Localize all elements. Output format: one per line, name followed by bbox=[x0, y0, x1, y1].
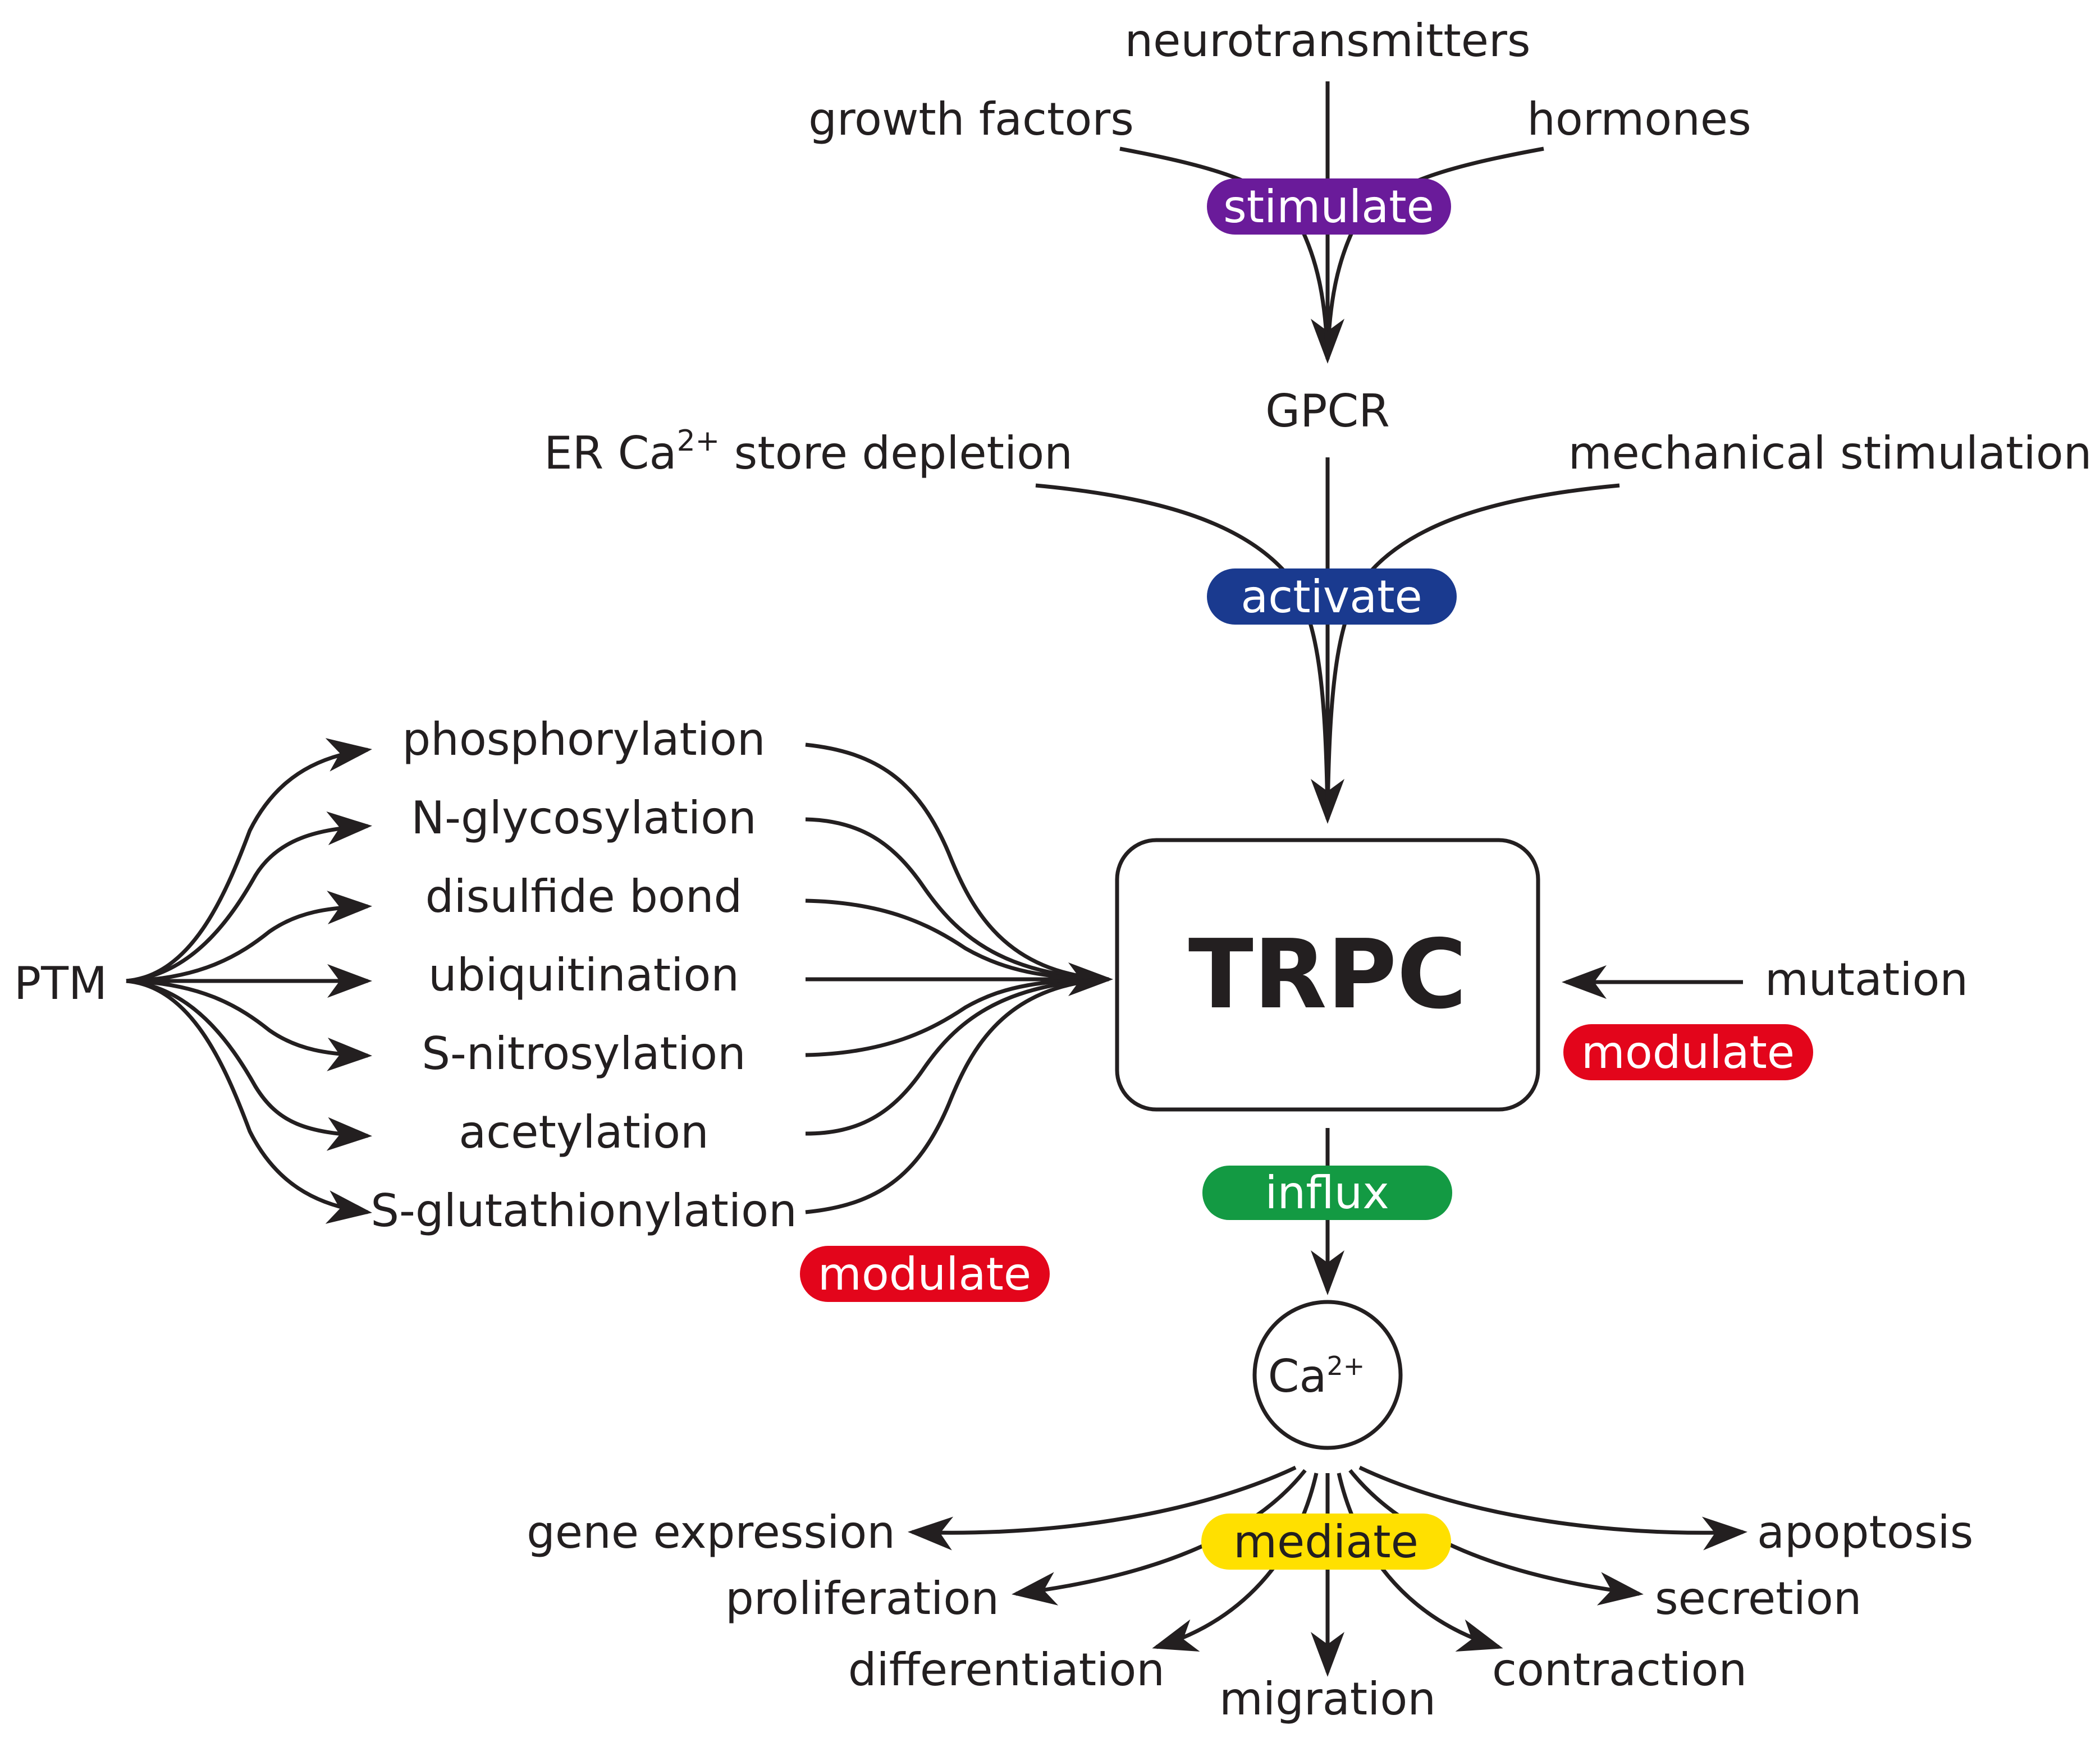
trpc-box: TRPC bbox=[1115, 838, 1540, 1112]
ptm-label: PTM bbox=[14, 957, 107, 1010]
ptm-modulate-badge: modulate bbox=[800, 1246, 1050, 1302]
ptm-item-phosphorylation: phosphorylation bbox=[402, 713, 765, 765]
ptm-item-ubiquitination: ubiquitination bbox=[428, 949, 739, 1001]
influx-label: influx bbox=[1265, 1167, 1389, 1219]
stimulate-label: stimulate bbox=[1223, 181, 1434, 233]
er-store-depletion-label: ER Ca2+ store depletion bbox=[544, 424, 1073, 479]
stimulate-badge: stimulate bbox=[1207, 178, 1451, 235]
output-migration: migration bbox=[1219, 1673, 1436, 1725]
calcium-circle bbox=[1252, 1300, 1403, 1450]
mutation-modulate-label: modulate bbox=[1581, 1026, 1795, 1079]
output-gene-expression: gene expression bbox=[527, 1506, 895, 1558]
mediate-badge: mediate bbox=[1201, 1514, 1451, 1570]
ptm-item-s-glutathionylation: S-glutathionylation bbox=[370, 1185, 797, 1237]
output-apoptosis: apoptosis bbox=[1757, 1506, 1973, 1558]
hormones-label: hormones bbox=[1527, 93, 1751, 145]
ptm-items: phosphorylation N-glycosylation disulfid… bbox=[370, 713, 797, 1237]
mutation-modulate-pill bbox=[1563, 1024, 1813, 1080]
output-proliferation: proliferation bbox=[725, 1572, 999, 1625]
mediate-arrows bbox=[908, 1465, 1747, 1677]
trpc-frame bbox=[1115, 838, 1540, 1112]
output-labels: gene expression apoptosis proliferation … bbox=[527, 1506, 1973, 1725]
output-differentiation: differentiation bbox=[848, 1644, 1165, 1696]
ptm-item-n-glycosylation: N-glycosylation bbox=[411, 792, 757, 844]
ptm-item-disulfide-bond: disulfide bond bbox=[426, 870, 743, 923]
trpc-title: TRPC bbox=[1188, 919, 1467, 1030]
activate-badge: activate bbox=[1207, 568, 1457, 625]
calcium-label: Ca2+ bbox=[1268, 1350, 1365, 1402]
ptm-modulate-label: modulate bbox=[818, 1248, 1031, 1300]
mechanical-stimulation-label: mechanical stimulation bbox=[1568, 427, 2092, 479]
ptm-fanout-arrows bbox=[126, 738, 372, 1224]
mediate-label: mediate bbox=[1233, 1516, 1419, 1568]
influx-badge: influx bbox=[1202, 1166, 1452, 1220]
output-secretion: secretion bbox=[1655, 1572, 1861, 1625]
stimulate-pill bbox=[1207, 178, 1451, 235]
ptm-modulate-pill bbox=[800, 1246, 1050, 1302]
growth-factors-label: growth factors bbox=[808, 93, 1134, 145]
mutation-modulate-badge: modulate bbox=[1563, 1024, 1813, 1080]
activate-label: activate bbox=[1241, 571, 1422, 623]
gpcr-label: GPCR bbox=[1265, 385, 1390, 437]
ptm-item-s-nitrosylation: S-nitrosylation bbox=[422, 1028, 746, 1080]
mediate-pill bbox=[1201, 1514, 1451, 1570]
calcium-node: Ca2+ bbox=[1252, 1300, 1403, 1450]
mutation-label: mutation bbox=[1765, 953, 1968, 1006]
activate-pill bbox=[1207, 568, 1457, 625]
influx-pill bbox=[1202, 1166, 1452, 1220]
neurotransmitters-label: neurotransmitters bbox=[1124, 15, 1530, 67]
activate-connectors bbox=[1035, 457, 1620, 824]
ptm-converge-arrows bbox=[805, 742, 1113, 1214]
output-contraction: contraction bbox=[1492, 1644, 1747, 1696]
ptm-item-acetylation: acetylation bbox=[459, 1106, 708, 1158]
